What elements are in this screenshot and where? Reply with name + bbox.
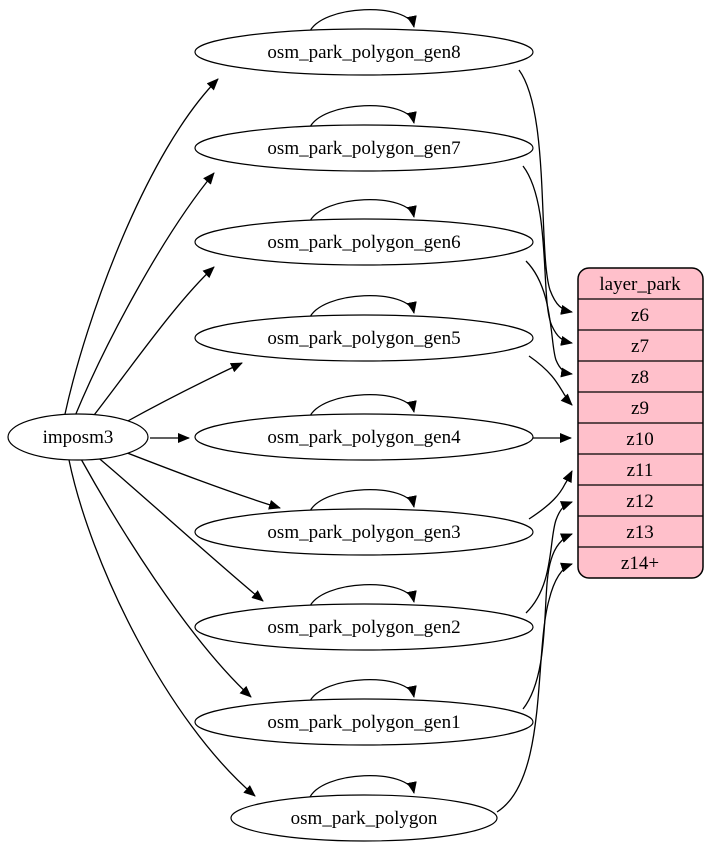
gen4-ellipse: [194, 413, 534, 461]
layer-park-row-z10: z10: [626, 429, 653, 450]
edge-imposm3-to-gen6: [90, 266, 215, 420]
gen7-ellipse: [194, 124, 534, 172]
node-osm-park-polygon: osm_park_polygon: [230, 794, 498, 842]
gen8-ellipse: [194, 28, 534, 76]
self-loop-gen1: [308, 678, 417, 704]
gen5-ellipse: [194, 314, 534, 362]
edge-gen5-to-z9: [528, 355, 573, 406]
gen1-label: osm_park_polygon_gen1: [267, 712, 460, 733]
edge-imposm3-to-gen3: [116, 448, 281, 510]
node-osm-park-polygon-gen1: osm_park_polygon_gen1: [194, 698, 534, 746]
gen8-label: osm_park_polygon_gen8: [267, 42, 460, 63]
edges-to-layer-park: [496, 69, 573, 813]
layer-park-row-z12: z12: [626, 491, 653, 512]
edge-imposm3-to-gen7: [74, 172, 215, 417]
node-osm-park-polygon-gen4: osm_park_polygon_gen4: [194, 413, 534, 461]
edge-gen3-to-z11: [528, 470, 573, 520]
layer-park-row-z14plus: z14+: [621, 553, 659, 574]
edge-gen1-to-z13: [522, 533, 573, 710]
gen3-label: osm_park_polygon_gen3: [267, 522, 460, 543]
gen6-label: osm_park_polygon_gen6: [267, 232, 460, 253]
gen6-ellipse: [194, 218, 534, 266]
layer-park-row-z8: z8: [631, 367, 649, 388]
gen4-label: osm_park_polygon_gen4: [267, 427, 461, 448]
layer-park-row-z13: z13: [626, 522, 653, 543]
gen2-label: osm_park_polygon_gen2: [267, 617, 460, 638]
edge-imposm3-to-gen1: [80, 458, 252, 698]
edge-imposm3-to-polygon: [68, 459, 256, 797]
edge-gen8-to-z6: [518, 69, 573, 315]
edge-imposm3-to-gen8: [64, 78, 219, 415]
layer-park-row-z6: z6: [631, 305, 649, 326]
self-loop-gen6: [308, 198, 417, 224]
edge-gen6-to-z8: [525, 260, 573, 378]
imposm3-label: imposm3: [43, 427, 114, 448]
node-osm-park-polygon-gen6: osm_park_polygon_gen6: [194, 218, 534, 266]
gen7-label: osm_park_polygon_gen7: [267, 138, 460, 159]
gen1-ellipse: [194, 698, 534, 746]
self-loop-gen4: [308, 393, 417, 419]
self-loop-gen7: [308, 104, 417, 130]
self-loop-gen3: [308, 488, 417, 514]
layer-park-row-z7: z7: [631, 336, 649, 357]
self-loop-gen2: [308, 583, 417, 609]
node-osm-park-polygon-gen7: osm_park_polygon_gen7: [194, 124, 534, 172]
polygon-label: osm_park_polygon: [291, 808, 438, 829]
self-loops: [308, 8, 417, 800]
polygon-ellipse: [230, 794, 498, 842]
node-osm-park-polygon-gen8: osm_park_polygon_gen8: [194, 28, 534, 76]
gen3-ellipse: [194, 508, 534, 556]
node-osm-park-polygon-gen2: osm_park_polygon_gen2: [194, 603, 534, 651]
self-loop-gen5: [308, 294, 417, 320]
layer-park-header: layer_park: [599, 274, 681, 295]
node-layer-park: layer_park z6 z7 z8 z9 z10 z11 z12 z13 z…: [577, 267, 704, 579]
edge-imposm3-to-gen5: [116, 362, 243, 428]
edges-from-imposm3: [64, 78, 281, 797]
node-osm-park-polygon-gen5: osm_park_polygon_gen5: [194, 314, 534, 362]
gen2-ellipse: [194, 603, 534, 651]
edge-polygon-to-z14plus: [496, 562, 573, 813]
gen5-label: osm_park_polygon_gen5: [267, 328, 460, 349]
edge-gen7-to-z7: [522, 165, 573, 346]
self-loop-gen8: [308, 8, 417, 34]
node-imposm3: imposm3: [7, 413, 149, 461]
node-osm-park-polygon-gen3: osm_park_polygon_gen3: [194, 508, 534, 556]
layer-park-row-z11: z11: [627, 460, 654, 481]
edge-imposm3-to-gen2: [94, 454, 264, 602]
imposm3-ellipse: [7, 413, 149, 461]
edge-gen2-to-z12: [525, 501, 573, 614]
self-loop-polygon: [308, 774, 417, 800]
layer-park-row-z9: z9: [631, 398, 649, 419]
